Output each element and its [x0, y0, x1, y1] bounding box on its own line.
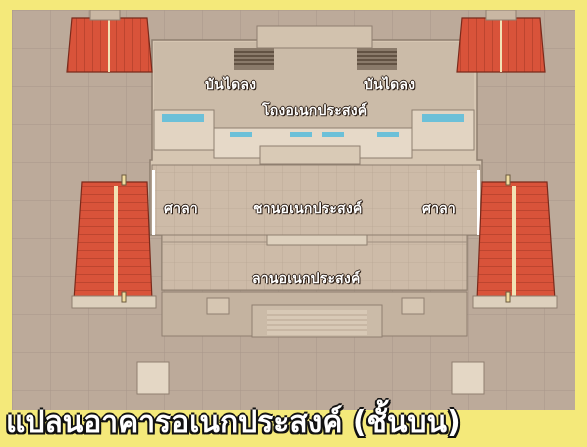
stair-right	[357, 48, 397, 70]
stair-left	[234, 48, 274, 70]
courtyard	[161, 291, 468, 338]
label-hall: โถงอเนกประสงค์	[262, 103, 368, 119]
roof-top-right	[456, 10, 546, 73]
label-stair-left: บันไดลง	[205, 77, 257, 93]
roof-left-pavilion	[71, 181, 157, 309]
label-courtyard: ลานอเนกประสงค์	[252, 271, 361, 287]
planter-right	[451, 361, 485, 395]
label-stair-right: บันไดลง	[364, 77, 416, 93]
label-sala-left: ศาลา	[164, 201, 198, 217]
roof-top-left	[66, 10, 153, 73]
roof-right-pavilion	[472, 181, 558, 309]
lamp-posts	[121, 174, 511, 303]
planter-left	[136, 361, 170, 395]
label-terrace: ชานอเนกประสงค์	[253, 201, 363, 217]
plan-caption: แปลนอาคารอเนกประสงค์ (ชั้นบน)	[6, 405, 461, 440]
label-sala-right: ศาลา	[422, 201, 456, 217]
plan-drawing	[12, 10, 575, 410]
main-building	[149, 25, 483, 291]
floor-plan-rendering: บันไดลง บันไดลง โถงอเนกประสงค์ ศาลา ชานอ…	[12, 10, 575, 410]
